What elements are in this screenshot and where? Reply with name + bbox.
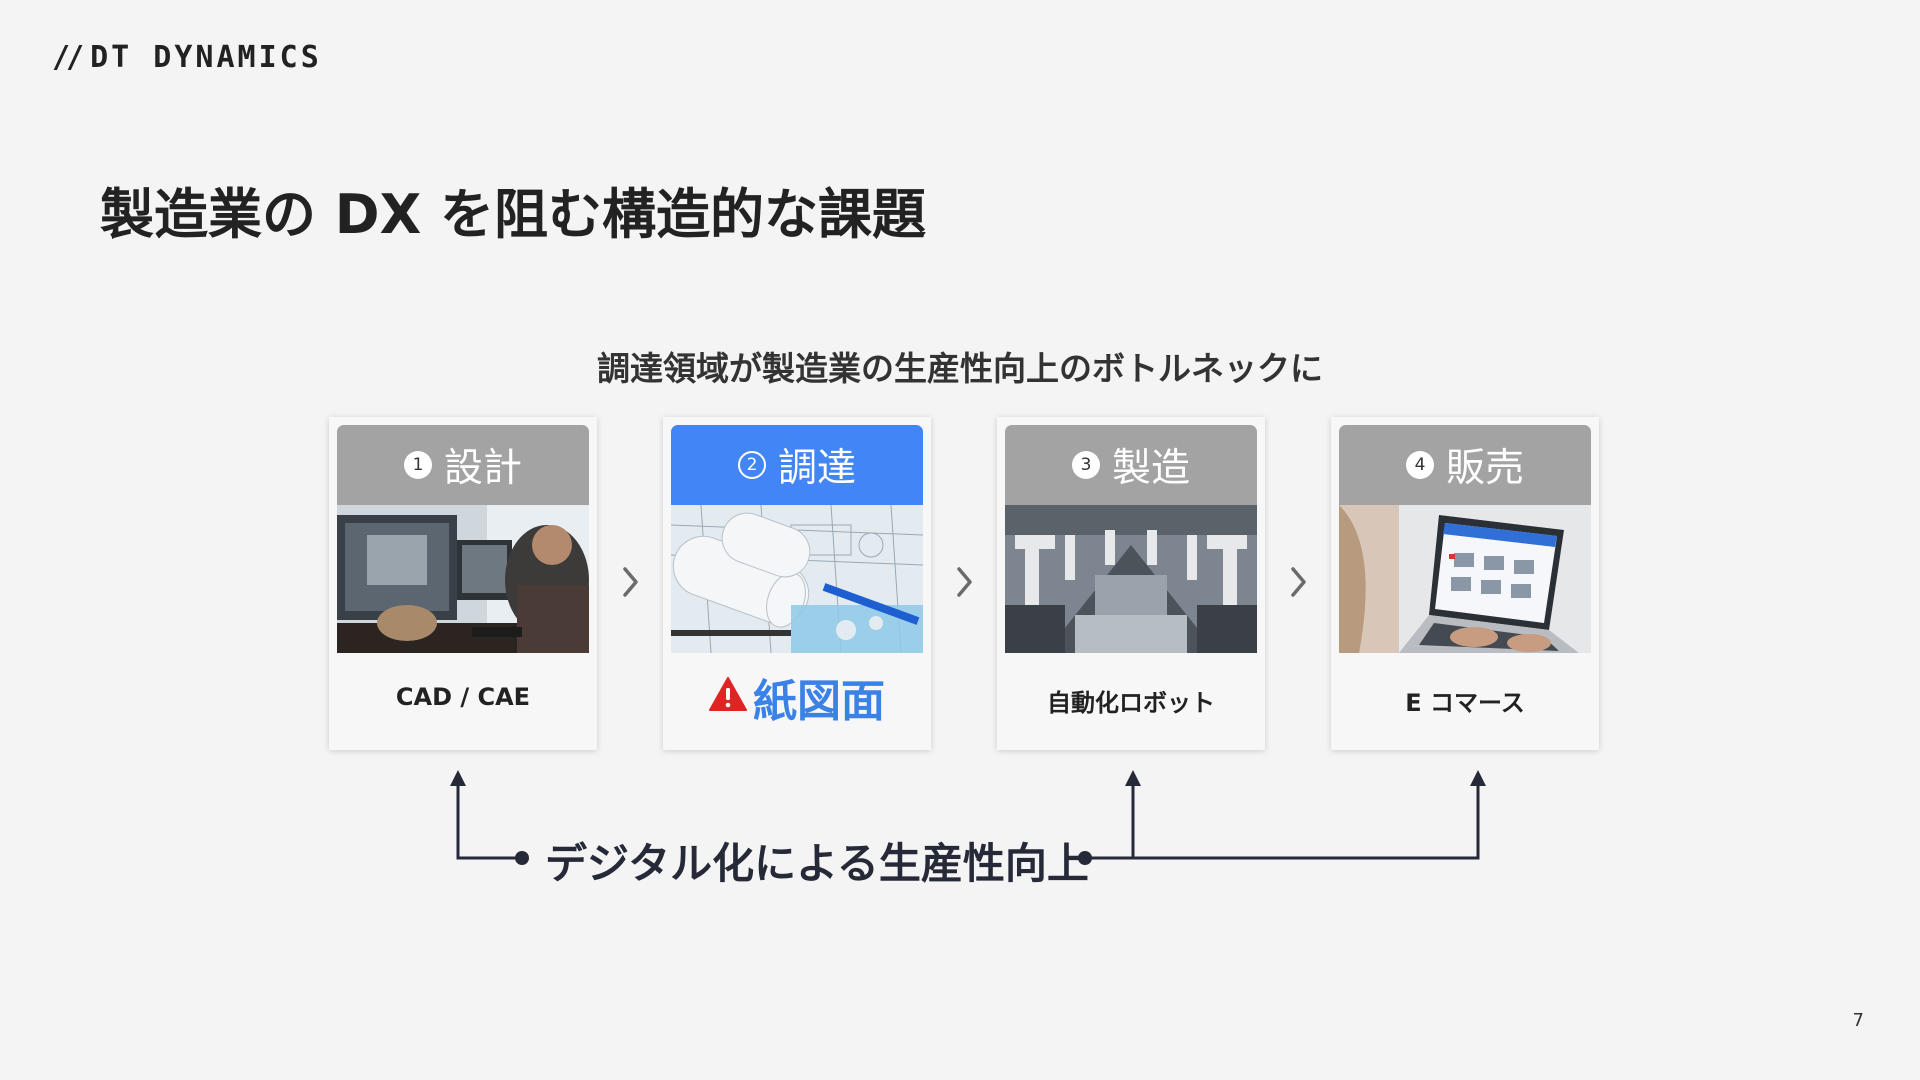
flow-label: デジタル化による生産性向上 [545, 830, 1089, 891]
flow-dot-left [515, 851, 529, 865]
arrow-up-icon [1125, 770, 1141, 786]
arrow-up-icon [1470, 770, 1486, 786]
page-number: 7 [1853, 1010, 1864, 1031]
arrow-up-icon [450, 770, 466, 786]
